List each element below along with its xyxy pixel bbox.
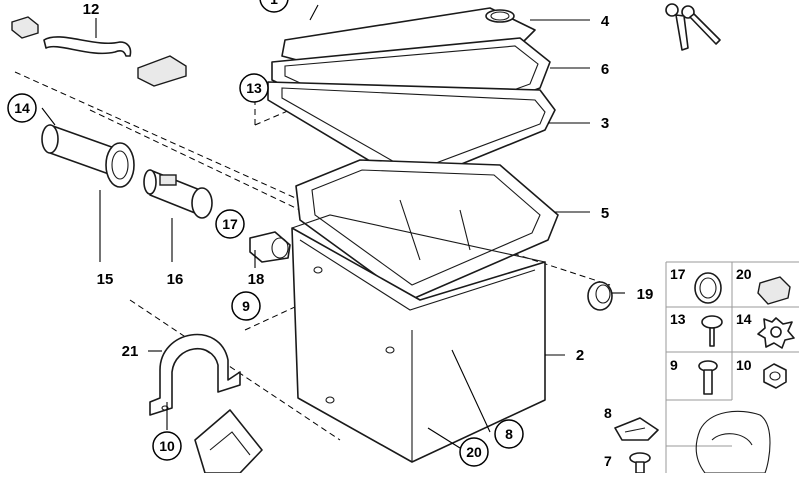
callout-6: 6 <box>601 61 609 78</box>
circled-callout-13: 13 <box>239 73 269 103</box>
mounting-rail <box>194 409 263 474</box>
circled-callout-10: 10 <box>152 431 182 461</box>
callout-4: 4 <box>601 13 610 30</box>
callout-3: 3 <box>601 115 609 132</box>
circled-callout-9: 9 <box>231 291 261 321</box>
parts-legend: 17 20 13 14 9 10 8 <box>604 261 799 474</box>
plug-19 <box>587 281 613 311</box>
circled-callout-20: 20 <box>459 437 489 467</box>
legend-cell-14: 14 <box>736 311 795 349</box>
svg-text:20: 20 <box>466 444 482 460</box>
svg-text:17: 17 <box>222 216 238 232</box>
svg-text:8: 8 <box>604 405 612 421</box>
svg-text:1: 1 <box>270 0 278 7</box>
circled-callout-17: 17 <box>215 209 245 239</box>
circled-callout-14: 14 <box>7 93 37 123</box>
svg-text:9: 9 <box>242 298 250 314</box>
lighter-socket <box>41 124 135 188</box>
legend-cell-20: 20 <box>736 266 791 305</box>
legend-cell-10: 10 <box>736 357 787 389</box>
callout-2: 2 <box>576 347 584 364</box>
legend-cell-9: 9 <box>670 357 718 395</box>
legend-vehicle-sketch <box>695 410 771 474</box>
circled-callout-1: 1 <box>259 0 289 13</box>
svg-text:10: 10 <box>736 357 752 373</box>
svg-text:9: 9 <box>670 357 678 373</box>
svg-text:7: 7 <box>604 453 612 469</box>
svg-text:17: 17 <box>670 266 686 282</box>
leader-lines <box>41 4 625 449</box>
legend-cell-13: 13 <box>670 311 723 347</box>
svg-text:8: 8 <box>505 426 513 442</box>
legend-cell-7: 7 <box>604 452 651 474</box>
callout-21: 21 <box>122 343 139 360</box>
keys <box>665 3 721 51</box>
storage-tray <box>295 159 559 301</box>
svg-text:13: 13 <box>246 80 262 96</box>
svg-text:10: 10 <box>159 438 175 454</box>
callout-19: 19 <box>637 286 654 303</box>
lighter-insert <box>143 169 213 219</box>
callout-5: 5 <box>601 205 609 222</box>
seal-frame <box>267 81 556 186</box>
legend-cell-8: 8 <box>604 405 659 441</box>
svg-text:13: 13 <box>670 311 686 327</box>
svg-text:14: 14 <box>14 100 30 116</box>
circled-callout-8: 8 <box>494 419 524 449</box>
storage-box <box>291 214 546 463</box>
callout-numbers: 12 4 6 3 5 2 15 16 18 19 21 <box>83 1 654 364</box>
svg-text:20: 20 <box>736 266 752 282</box>
circled-callouts: 1 13 14 17 9 10 8 20 <box>7 0 524 467</box>
legend-cell-17: 17 <box>670 266 722 304</box>
bracket-21 <box>149 333 241 416</box>
hose-assembly <box>11 16 187 87</box>
callout-18: 18 <box>248 271 265 288</box>
svg-text:14: 14 <box>736 311 752 327</box>
callout-15: 15 <box>97 271 114 288</box>
callout-16: 16 <box>167 271 184 288</box>
callout-12: 12 <box>83 1 100 18</box>
cap-18 <box>249 231 291 263</box>
